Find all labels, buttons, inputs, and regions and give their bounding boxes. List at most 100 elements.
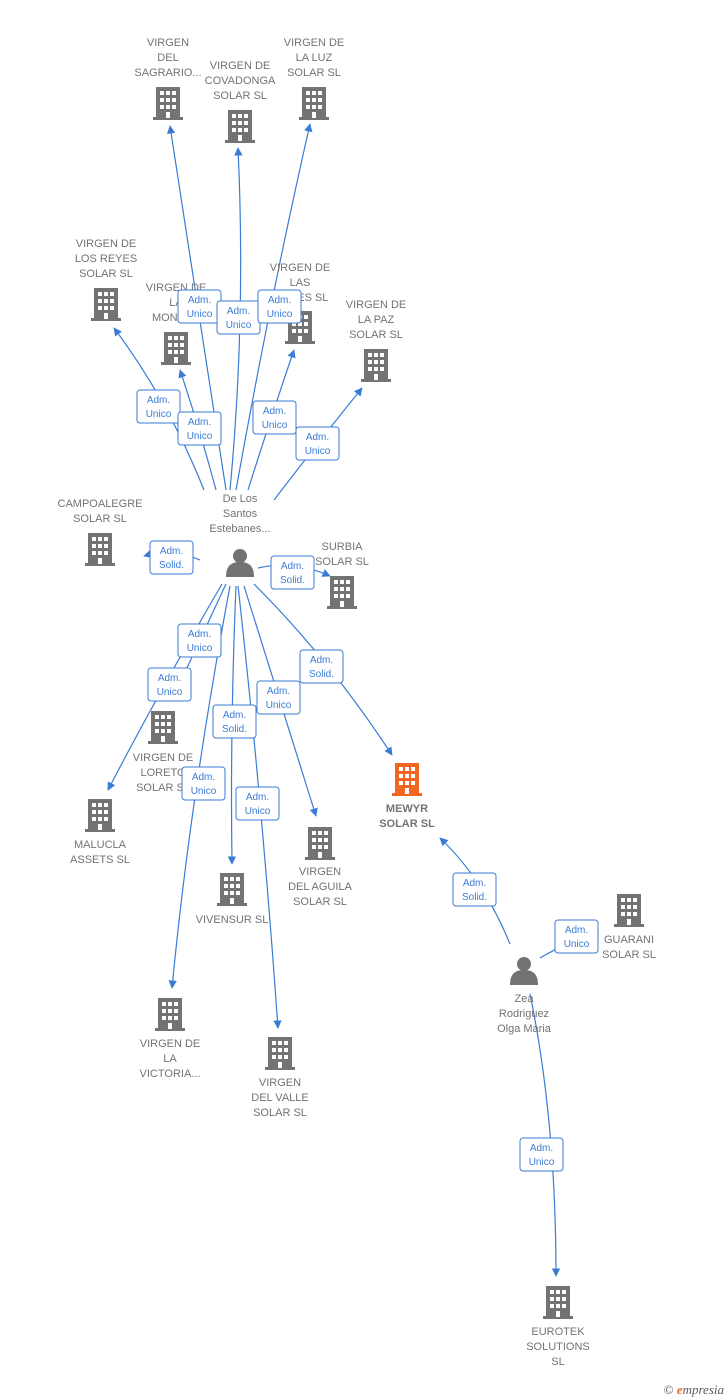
node-mewyr-label: MEWYR: [386, 803, 428, 815]
edge-role-label-box: [554, 919, 599, 954]
node-luz-label: VIRGEN DE: [284, 37, 345, 49]
edge-zea-to-eurotek: [529, 993, 561, 1277]
edge-role-label-box: [270, 555, 315, 590]
node-loreto-label: VIRGEN DE: [133, 752, 194, 764]
node-luz-label: SOLAR SL: [287, 67, 341, 79]
node-reyes-label: SOLAR SL: [79, 268, 133, 280]
person-icon: [510, 957, 538, 985]
node-zea-label: Zea: [515, 993, 535, 1005]
edge-role-label-text: Adm.: [263, 406, 286, 417]
edge-role-label-box: [257, 289, 302, 324]
edge-role-label-text: Solid.: [222, 724, 247, 735]
node-malucla-label: MALUCLA: [74, 839, 127, 851]
building-icon: [299, 87, 329, 120]
edge-role-label[interactable]: Adm. Unico: [147, 667, 192, 702]
edge-role-label[interactable]: Adm.Solid.: [149, 540, 194, 575]
edge-role-label[interactable]: Adm.Unico: [519, 1137, 564, 1172]
node-valle-label: DEL VALLE: [251, 1092, 308, 1104]
edge-role-label[interactable]: Adm.Unico: [181, 766, 226, 801]
node-santos-label: Santos: [223, 508, 258, 520]
edge-role-label[interactable]: Adm.Solid.: [452, 872, 497, 907]
edge-role-label[interactable]: Adm.Solid.: [299, 649, 344, 684]
edge-role-label[interactable]: Adm.Unico: [257, 289, 302, 324]
edge-role-label-text: Unico: [157, 687, 183, 698]
edge-role-label[interactable]: Adm. Unico: [177, 289, 222, 324]
edge-role-label[interactable]: Adm.Unico: [252, 400, 297, 435]
edge-role-label-text: Adm.: [306, 432, 329, 443]
node-reyes-label: VIRGEN DE: [76, 238, 137, 250]
edge-role-label-box: [177, 411, 222, 446]
edge-role-label[interactable]: Adm.Unico: [256, 680, 301, 715]
edge-role-label-text: Adm.: [188, 629, 211, 640]
edge-role-label-text: Adm.: [246, 792, 269, 803]
edge-role-label[interactable]: Adm.Unico: [554, 919, 599, 954]
edge-role-label-box: [147, 667, 192, 702]
edge-role-label-box: [136, 389, 181, 424]
building-icon: [217, 873, 247, 906]
node-campoalegre-label: SOLAR SL: [73, 513, 127, 525]
node-surbia-label: SURBIA: [322, 541, 364, 553]
node-santos[interactable]: De LosSantosEstebanes...: [209, 493, 271, 577]
edge-role-label[interactable]: Adm.Unico: [295, 426, 340, 461]
node-zea-label: Olga Maria: [497, 1023, 552, 1035]
node-loreto-label: LORETO: [140, 767, 185, 779]
brand-footer: © empresia: [664, 1382, 724, 1398]
node-santos-label: De Los: [223, 493, 258, 505]
node-vivensur-label: VIVENSUR SL: [196, 914, 269, 926]
edge-role-label[interactable]: Adm.Solid.: [212, 704, 257, 739]
node-campoalegre[interactable]: CAMPOALEGRE SOLAR SL: [58, 498, 143, 566]
edge-role-label[interactable]: Adm.Unico: [177, 623, 222, 658]
node-campoalegre-label: CAMPOALEGRE: [58, 498, 143, 510]
building-icon: [161, 332, 191, 365]
node-paz-label: LA PAZ: [358, 314, 395, 326]
node-aguila-label: DEL AGUILA: [288, 881, 352, 893]
node-guarani-label: GUARANI: [604, 934, 654, 946]
edge-role-label-text: Unico: [187, 309, 213, 320]
node-eurotek-label: SOLUTIONS: [526, 1341, 590, 1353]
edge-role-label[interactable]: Adm. Unico: [235, 786, 280, 821]
edge-role-label-text: Unico: [146, 409, 172, 420]
edge-role-label-text: Adm.: [530, 1143, 553, 1154]
node-aguila-label: SOLAR SL: [293, 896, 347, 908]
edge-role-label-text: Unico: [245, 806, 271, 817]
edge-role-label[interactable]: Adm.Solid.: [270, 555, 315, 590]
edge-role-label-text: Solid.: [280, 575, 305, 586]
edge-role-label-text: Adm.: [158, 673, 181, 684]
node-sagrario[interactable]: VIRGENDELSAGRARIO...: [134, 37, 202, 120]
edge-role-label[interactable]: Adm.Unico: [216, 300, 261, 335]
node-victoria[interactable]: VIRGEN DELAVICTORIA...: [140, 998, 201, 1080]
edge-role-label[interactable]: Adm.Unico: [177, 411, 222, 446]
building-icon: [85, 533, 115, 566]
edge-role-label-text: Adm.: [188, 295, 211, 306]
building-icon: [153, 87, 183, 120]
node-loreto-label: SOLAR SL: [136, 782, 190, 794]
building-icon: [327, 576, 357, 609]
copyright-icon: ©: [663, 1382, 674, 1397]
node-victoria-label: VICTORIA...: [140, 1068, 201, 1080]
edge-role-label-box: [299, 649, 344, 684]
node-vivensur[interactable]: VIVENSUR SL: [196, 873, 269, 926]
node-victoria-label: VIRGEN DE: [140, 1038, 201, 1050]
node-covadonga-label: VIRGEN DE: [210, 60, 271, 72]
building-icon: [543, 1286, 573, 1319]
edge-role-label-text: Adm.: [268, 295, 291, 306]
edge-role-label[interactable]: Adm.Unico: [136, 389, 181, 424]
edge-role-label-text: Adm.: [160, 546, 183, 557]
edge-role-label-text: Unico: [564, 939, 590, 950]
person-icon: [226, 549, 254, 577]
node-loreto[interactable]: VIRGEN DE LORETO SOLAR SL: [133, 711, 194, 794]
